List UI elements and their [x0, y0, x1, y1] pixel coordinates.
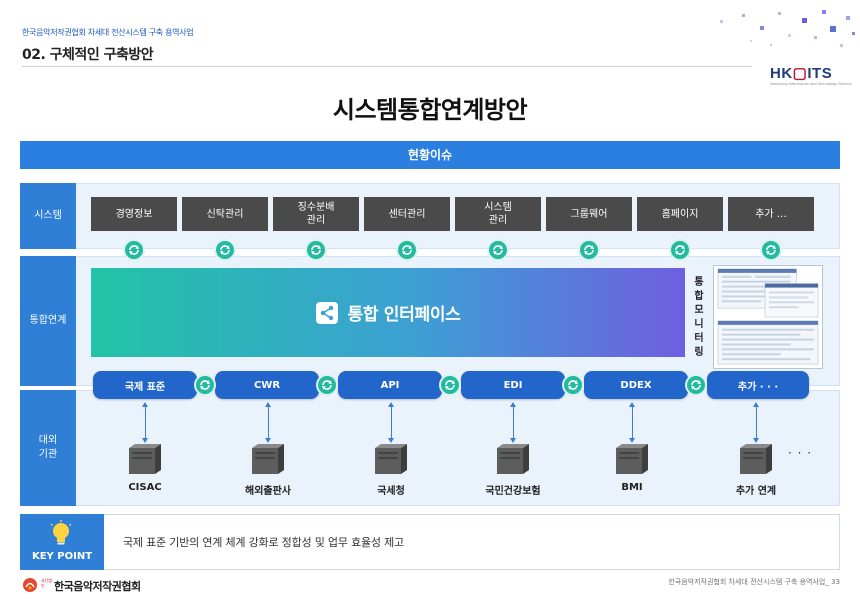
system-box: 그룹웨어 — [546, 197, 632, 231]
monitoring-label: 통 합 모 니 터 링 — [694, 277, 704, 358]
arrow-down-icon — [388, 438, 394, 443]
sync-icon — [316, 374, 338, 396]
integration-interface-bar — [91, 268, 685, 357]
system-box: 시스템 관리 — [455, 197, 541, 231]
sync-icon — [487, 239, 509, 261]
sync-icon — [123, 239, 145, 261]
connector-line — [268, 406, 269, 440]
issue-bar: 현황이슈 — [20, 141, 840, 169]
server-icon — [375, 444, 407, 474]
company-logo: HK▢ITS Hankyong Information and Technolo… — [770, 65, 852, 86]
sync-icon — [214, 239, 236, 261]
system-box: 센터관리 — [364, 197, 450, 231]
arrow-down-icon — [265, 438, 271, 443]
arrow-up-icon — [265, 402, 271, 407]
arrow-up-icon — [510, 402, 516, 407]
organization-logo-icon — [23, 578, 37, 592]
arrow-down-icon — [753, 438, 759, 443]
arrow-down-icon — [510, 438, 516, 443]
sync-icon — [578, 239, 600, 261]
standard-badge: API — [338, 371, 442, 399]
system-box: 신탁관리 — [182, 197, 268, 231]
external-more-ellipsis: · · · — [788, 446, 813, 460]
row-label-external: 대외 기관 — [20, 390, 76, 506]
system-box: 홈페이지 — [637, 197, 723, 231]
monitoring-screenshot — [713, 265, 823, 369]
external-org-label: 국세청 — [377, 486, 405, 497]
decorative-dots — [720, 10, 855, 47]
arrow-up-icon — [142, 402, 148, 407]
external-org-label: CISAC — [128, 482, 162, 493]
row-label-system: 시스템 — [20, 183, 76, 249]
header-divider — [22, 66, 752, 67]
page-title: 시스템통합연계방안 — [332, 96, 528, 124]
interface-label: 통합 인터페이스 — [347, 305, 461, 325]
standard-badge: DDEX — [584, 371, 688, 399]
server-icon — [252, 444, 284, 474]
section-title: 02. 구체적인 구축방안 — [22, 47, 154, 63]
connector-line — [145, 406, 146, 440]
sync-icon — [669, 239, 691, 261]
server-icon — [740, 444, 772, 474]
sync-icon — [194, 374, 216, 396]
connector-line — [756, 406, 757, 440]
row-label-integration: 통합연계 — [20, 256, 76, 386]
system-box: 추가 … — [728, 197, 814, 231]
arrow-up-icon — [629, 402, 635, 407]
sync-icon — [305, 239, 327, 261]
lightbulb-icon — [50, 520, 72, 545]
standard-badge: EDI — [461, 371, 565, 399]
sync-icon — [760, 239, 782, 261]
share-icon — [315, 301, 338, 324]
standard-badge: 국제 표준 — [93, 371, 197, 399]
key-point-text: 국제 표준 기반의 연계 체계 강화로 정합성 및 업무 효율성 제고 — [123, 536, 404, 549]
server-icon — [497, 444, 529, 474]
external-org-label: 국민건강보험 — [485, 486, 541, 497]
organization-type: 사단법인 — [41, 578, 53, 588]
key-point-box — [20, 514, 840, 570]
system-box: 징수분배 관리 — [273, 197, 359, 231]
arrow-down-icon — [142, 438, 148, 443]
arrow-down-icon — [629, 438, 635, 443]
sync-icon — [685, 374, 707, 396]
standard-badge: 추가 · · · — [707, 371, 809, 399]
server-icon — [129, 444, 161, 474]
project-title: 한국음악저작권협회 차세대 전산시스템 구축 용역사업 — [22, 28, 194, 37]
connector-line — [513, 406, 514, 440]
sync-icon — [562, 374, 584, 396]
server-icon — [616, 444, 648, 474]
connector-line — [391, 406, 392, 440]
key-point-label: KEY POINT — [31, 551, 93, 562]
arrow-up-icon — [753, 402, 759, 407]
arrow-up-icon — [388, 402, 394, 407]
sync-icon — [396, 239, 418, 261]
page-footer-text: 한국음악저작권협회 차세대 전산시스템 구축 용역사업_ 33 — [668, 578, 840, 586]
standard-badge: CWR — [215, 371, 319, 399]
external-org-label: 추가 연계 — [735, 486, 777, 497]
external-org-label: BMI — [621, 482, 643, 493]
system-box: 경영정보 — [91, 197, 177, 231]
connector-line — [632, 406, 633, 440]
external-org-label: 해외출판사 — [245, 486, 291, 497]
organization-name: 한국음악저작권협회 — [54, 580, 141, 593]
sync-icon — [439, 374, 461, 396]
